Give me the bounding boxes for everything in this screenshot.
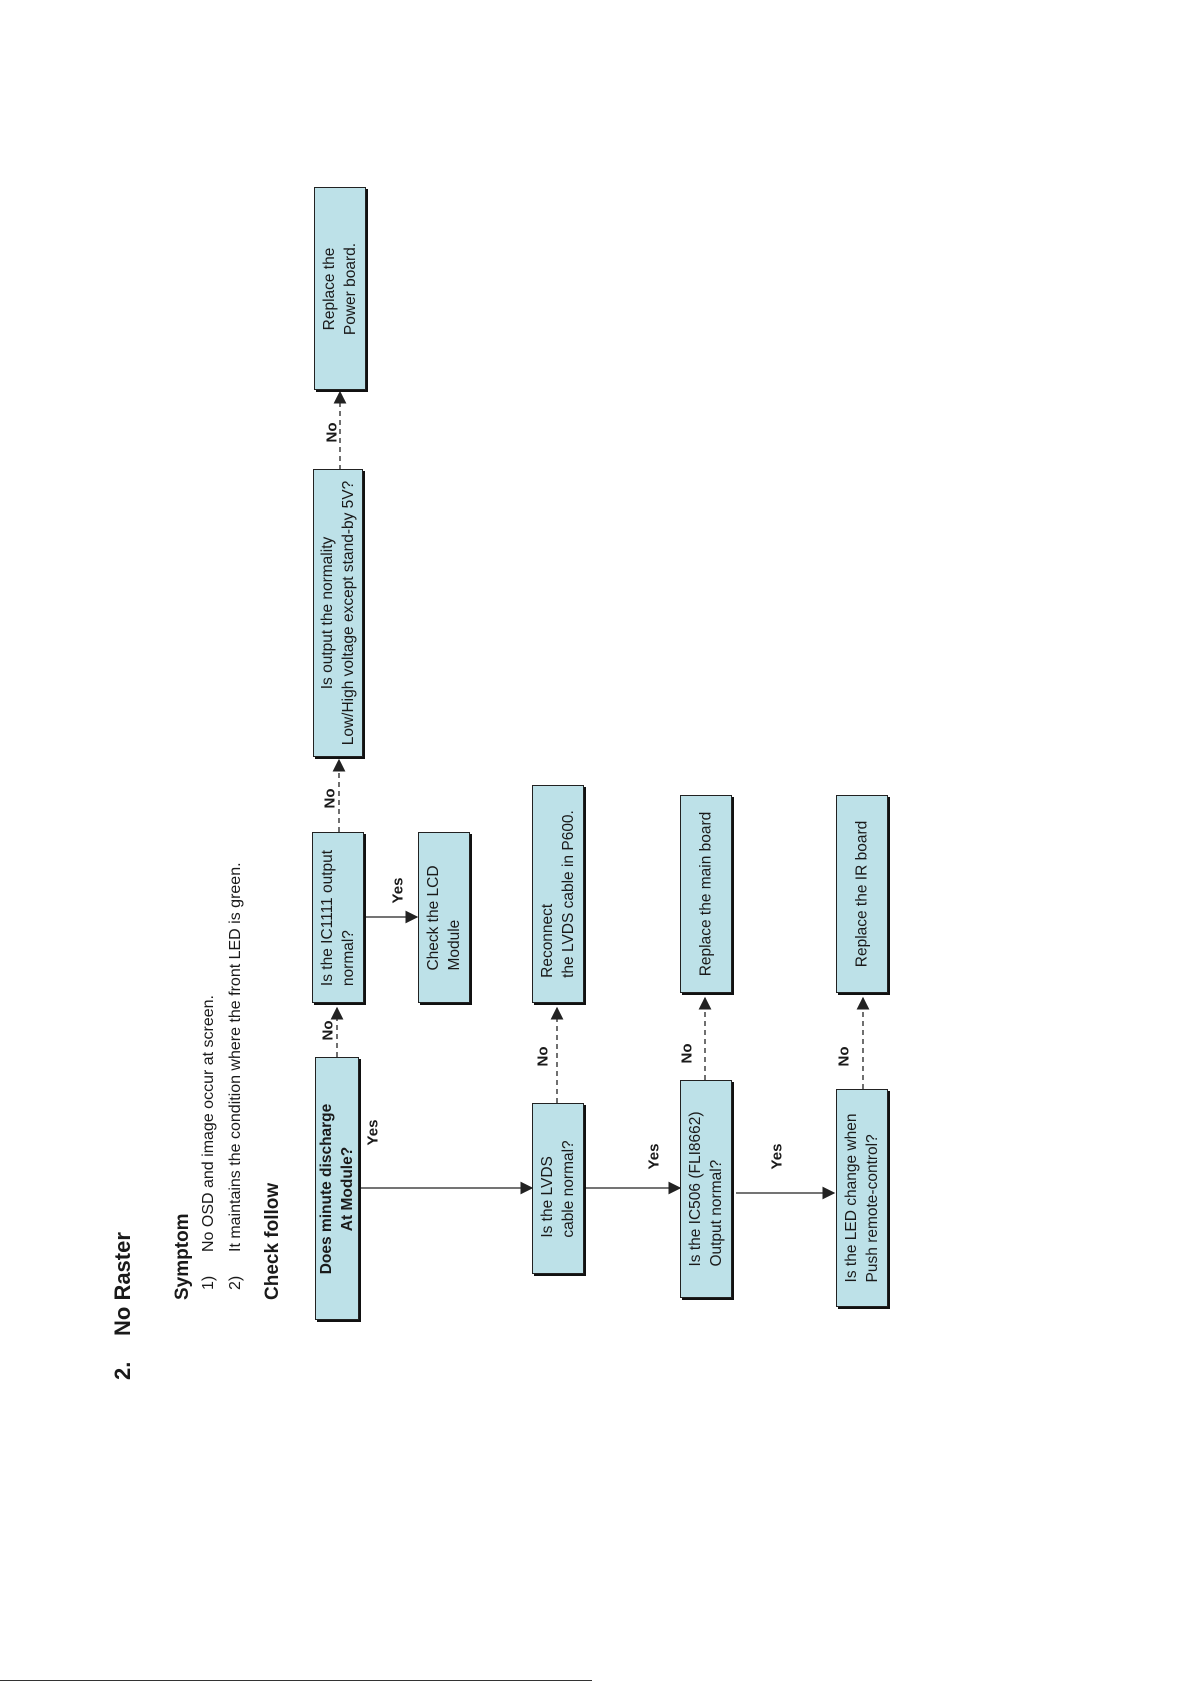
label-no-lvds: No <box>534 1046 552 1067</box>
box-ic506-line2: Output normal? <box>708 1159 725 1267</box>
box-output-normality-line1: Is output the normality <box>319 536 336 690</box>
box-led-change-line2: Push remote-control? <box>864 1134 881 1283</box>
box-power-board-line2: Power board. <box>342 242 359 335</box>
label-yes-ic1111: Yes <box>389 877 407 904</box>
box-check-lcd-line2: Module <box>446 919 463 971</box>
box-replace-ir-board: Replace the IR board <box>836 795 888 993</box>
label-yes-ic506: Yes <box>768 1143 786 1170</box>
box-lvds-cable: Is the LVDS cable normal? <box>532 1103 584 1274</box>
box-reconnect-line1: Reconnect <box>539 903 556 978</box>
label-no-led: No <box>835 1046 853 1067</box>
box-minute-discharge: Does minute discharge At Module? <box>315 1057 359 1320</box>
box-ic1111-line1: Is the IC1111 output <box>319 849 336 986</box>
box-ic1111-line2: normal? <box>340 929 357 986</box>
box-output-normality: Is output the normality Low/High voltage… <box>313 469 363 757</box>
box-reconnect-lvds: Reconnect the LVDS cable in P600. <box>532 785 584 1003</box>
box-ir-board-line1: Replace the IR board <box>853 820 871 968</box>
box-led-change: Is the LED change when Push remote-contr… <box>836 1089 888 1307</box>
box-minute-discharge-line2: At Module? <box>339 1146 356 1231</box>
box-lvds-cable-line1: Is the LVDS <box>539 1155 556 1238</box>
box-replace-main-board: Replace the main board <box>680 795 732 993</box>
box-lvds-cable-line2: cable normal? <box>560 1139 577 1238</box>
box-main-board-line1: Replace the main board <box>697 811 715 977</box>
footer-rule <box>0 1680 592 1681</box>
box-minute-discharge-line1: Does minute discharge <box>318 1103 335 1274</box>
label-no-output: No <box>323 422 341 443</box>
box-ic506-output: Is the IC506 (FLI8662) Output normal? <box>680 1080 732 1298</box>
label-no-ic1111: No <box>321 788 339 809</box>
label-yes-lvds: Yes <box>645 1143 663 1170</box>
box-replace-power-board: Replace the Power board. <box>314 187 366 390</box>
box-output-normality-line2: Low/High voltage except stand-by 5V? <box>340 480 357 746</box>
box-ic1111-output: Is the IC1111 output normal? <box>312 832 364 1003</box>
box-led-change-line1: Is the LED change when <box>843 1113 860 1283</box>
box-reconnect-line2: the LVDS cable in P600. <box>560 810 577 978</box>
label-no-ic506: No <box>678 1043 696 1064</box>
box-ic506-line1: Is the IC506 (FLI8662) <box>687 1111 704 1267</box>
box-power-board-line1: Replace the <box>321 247 338 330</box>
box-check-lcd: Check the LCD Module <box>418 832 470 1003</box>
label-yes-discharge: Yes <box>364 1119 382 1146</box>
label-no-discharge: No <box>319 1020 337 1041</box>
box-check-lcd-line1: Check the LCD <box>425 864 442 971</box>
